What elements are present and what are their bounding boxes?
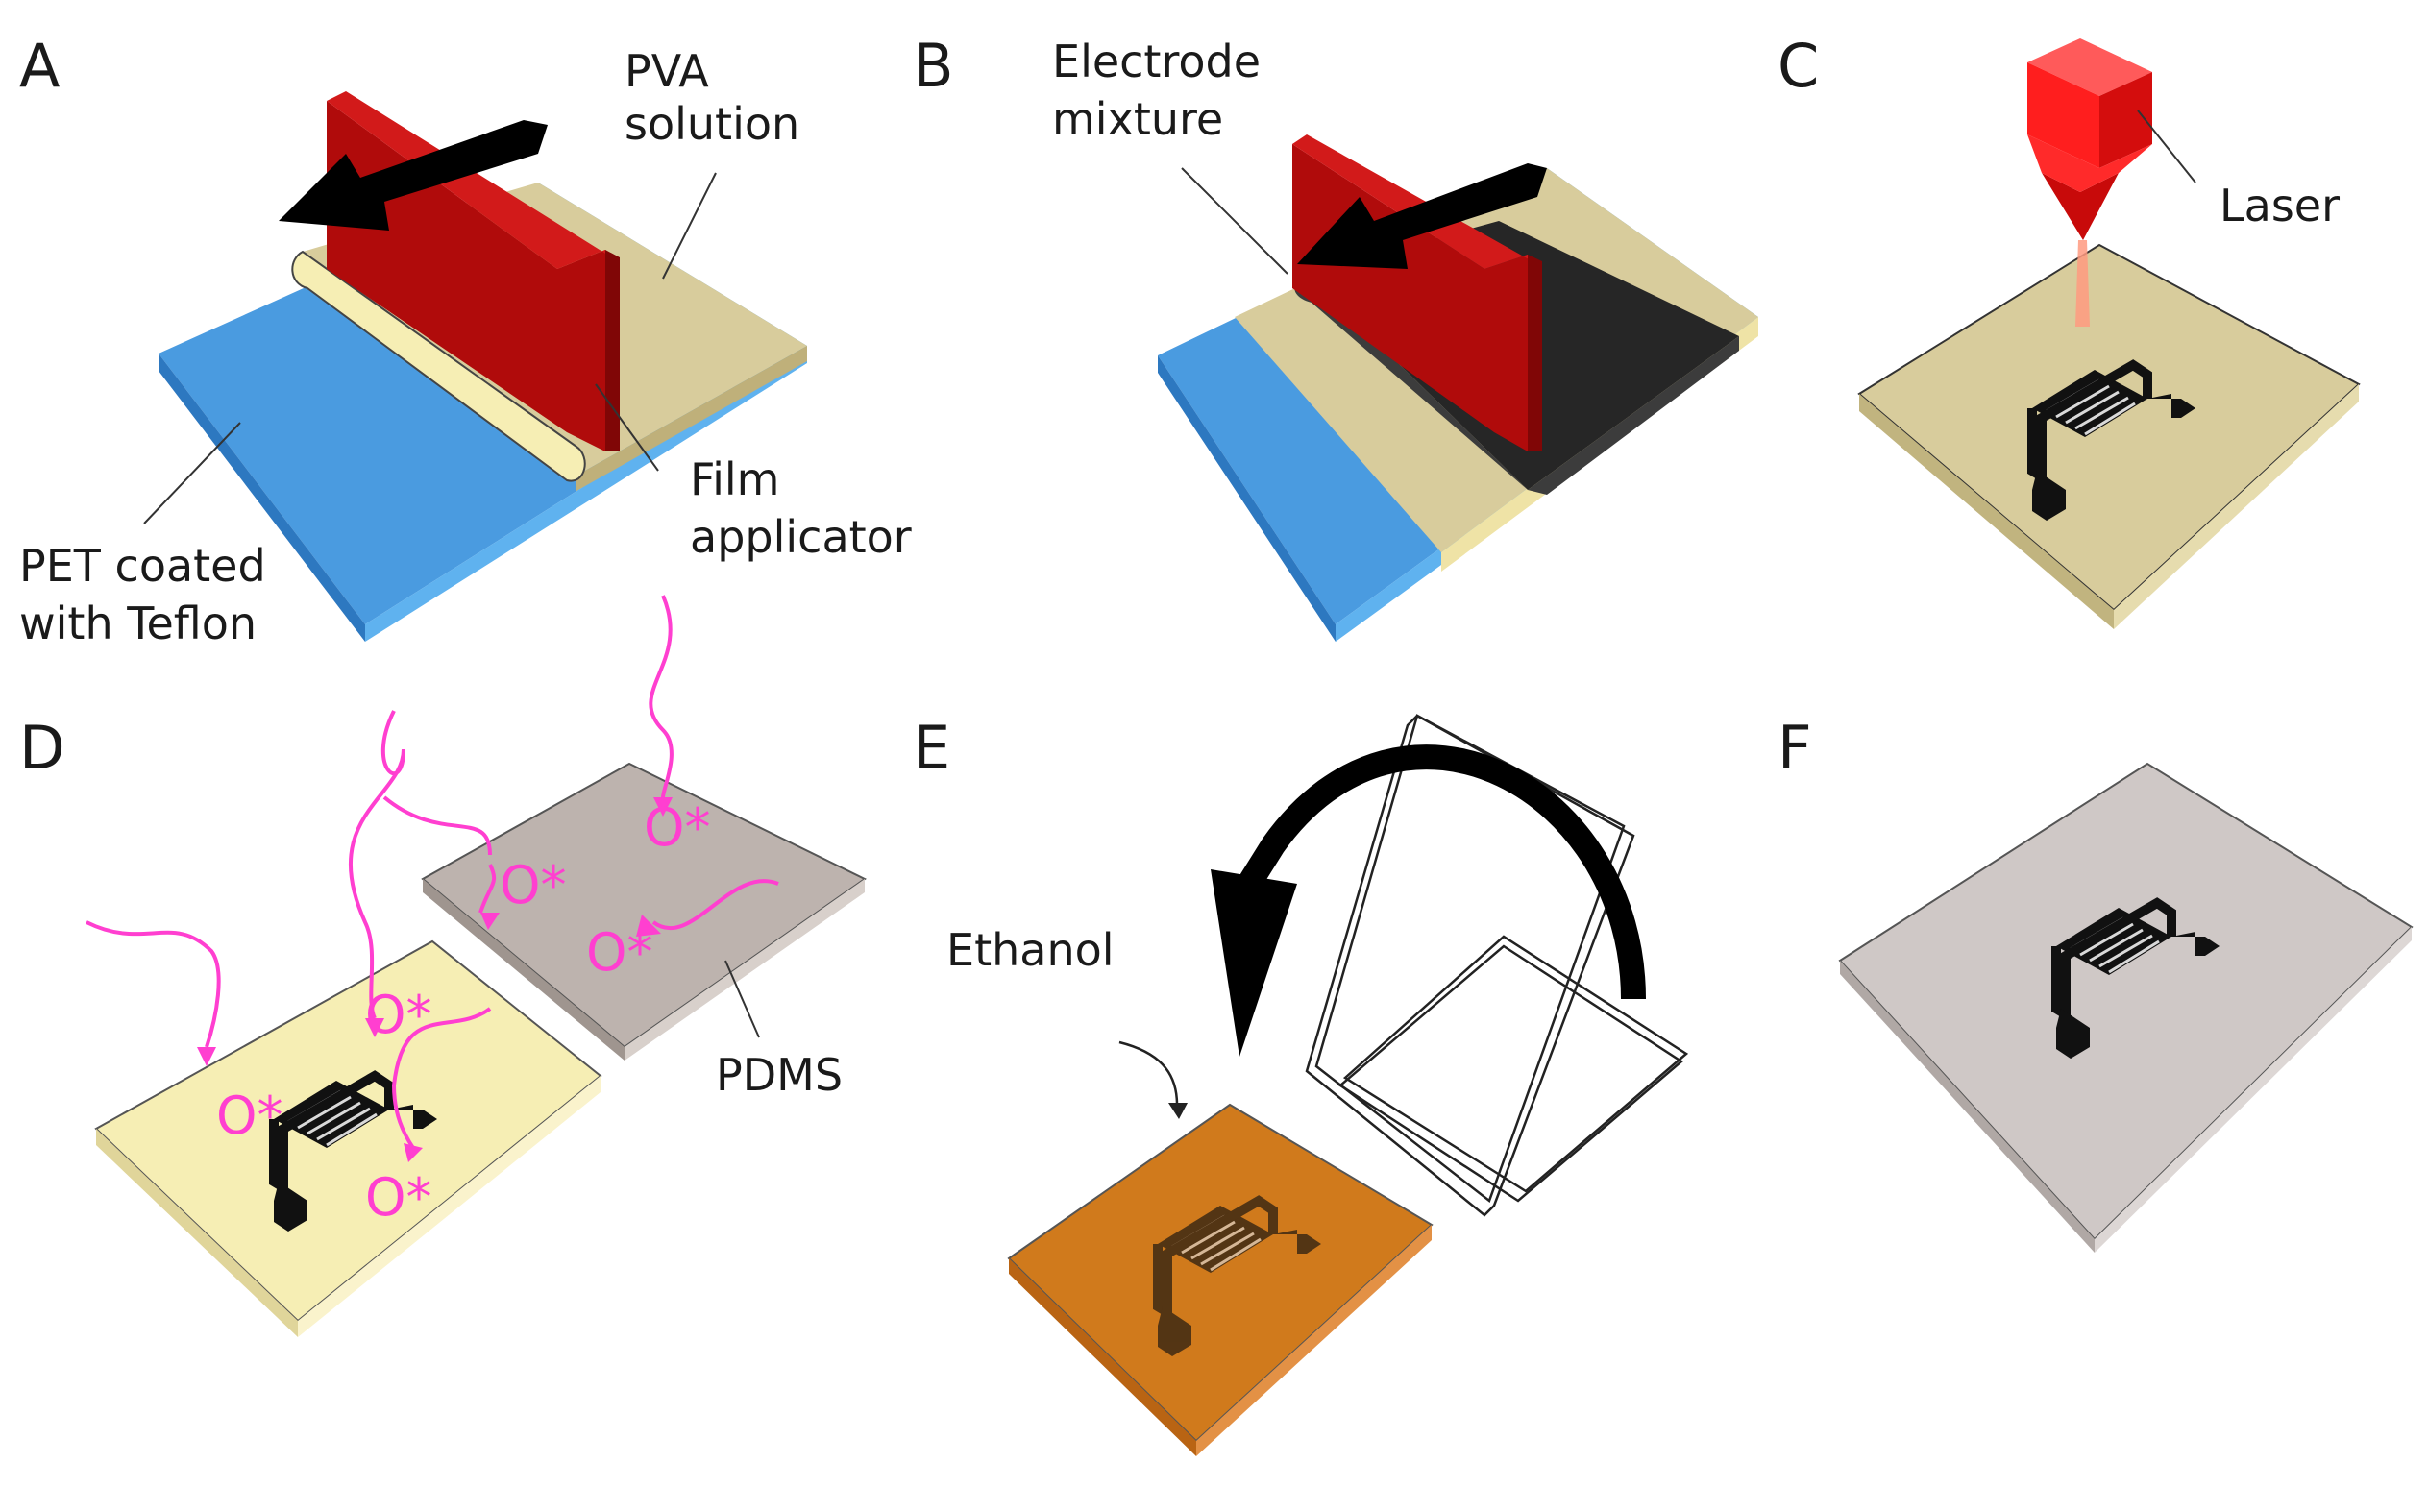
panel-d: D O* O* O* O* O* bbox=[19, 595, 867, 1337]
pet-label-line1: PET coated bbox=[19, 540, 266, 592]
pdms-label: PDMS bbox=[716, 1049, 843, 1101]
ethanol-label: Ethanol bbox=[946, 924, 1115, 976]
pva-label-line1: PVA bbox=[625, 45, 709, 97]
oxygen-radical-1: O* bbox=[216, 1085, 283, 1146]
oxygen-radical-6: O* bbox=[586, 922, 653, 983]
pva-label-line2: solution bbox=[625, 98, 799, 150]
laser-head bbox=[2027, 38, 2152, 327]
panel-a-letter: A bbox=[19, 31, 60, 101]
panel-d-letter: D bbox=[19, 713, 65, 783]
oxygen-radical-5: O* bbox=[644, 797, 711, 858]
panel-c: C Laser bbox=[1778, 31, 2361, 629]
ethanol-soaked-slab bbox=[1007, 1103, 1434, 1443]
film-label-line2: applicator bbox=[690, 511, 912, 563]
panel-c-letter: C bbox=[1778, 31, 1819, 101]
film-label-line1: Film bbox=[690, 453, 779, 505]
laser-label: Laser bbox=[2220, 180, 2340, 232]
final-device bbox=[1838, 762, 2414, 1241]
direction-arrow-b bbox=[1297, 163, 1547, 269]
panel-b-letter: B bbox=[913, 31, 954, 101]
panel-f: F bbox=[1778, 713, 2414, 1253]
panel-e: E Ethanol bbox=[913, 713, 1689, 1456]
plasma-arrow bbox=[86, 595, 779, 1150]
direction-arrow bbox=[279, 120, 548, 231]
panel-e-letter: E bbox=[913, 713, 950, 783]
panel-f-letter: F bbox=[1778, 713, 1812, 783]
flip-arrow bbox=[1211, 744, 1646, 1057]
pet-label-line2: with Teflon bbox=[19, 597, 257, 649]
oxygen-radical-4: O* bbox=[500, 855, 567, 915]
panel-a: A PVA solution Film applicator PET coate… bbox=[19, 31, 912, 649]
pva-sheet-c bbox=[1857, 243, 2361, 612]
electrode-label-line1: Electrode bbox=[1052, 36, 1261, 87]
electrode-label-line2: mixture bbox=[1052, 93, 1223, 145]
oxygen-radical-2: O* bbox=[365, 985, 432, 1045]
oxygen-radical-3: O* bbox=[365, 1167, 432, 1228]
pdms-outline bbox=[1305, 714, 1689, 1217]
panel-b: B Electrode mixture bbox=[913, 31, 1758, 642]
